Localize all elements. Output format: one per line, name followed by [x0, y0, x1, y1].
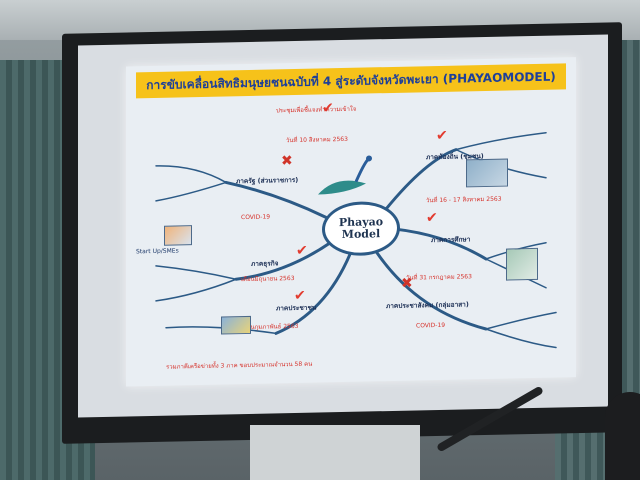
note-top-meeting: ประชุมเพื่อชี้แจงทำความเข้าใจ — [276, 105, 357, 115]
note-startup: Start Up/SMEs — [136, 247, 179, 256]
photo-people — [221, 315, 251, 335]
note-left-covid: COVID-19 — [241, 213, 271, 222]
slide: การขับเคลื่อนสิทธิมนุษยชนฉบับที่ 4 สู่ระ… — [126, 57, 576, 387]
check-mark-icon: ✔ — [294, 287, 306, 305]
note-right-date: วันที่ 16 - 17 สิงหาคม 2563 — [426, 195, 502, 205]
note-left-month: เดือนมิถุนายน 2563 — [241, 275, 295, 284]
branch-right: ภาคการศึกษา — [431, 235, 471, 245]
branch-bottom-left: ภาคประชาชน — [276, 303, 317, 313]
photo-community — [466, 158, 508, 188]
wall-panel — [250, 425, 420, 480]
check-mark-icon: ✔ — [296, 242, 308, 259]
check-mark-icon: ✔ — [436, 127, 448, 145]
person-silhouette — [605, 392, 640, 480]
note-bottom-covid: COVID-19 — [416, 321, 446, 330]
branch-left-mid: ภาคธุรกิจ — [251, 259, 279, 268]
mindmap-branches — [155, 131, 557, 349]
branch-bottom-right: ภาคประชาสังคม (กลุ่มอาสา) — [386, 300, 469, 311]
projector-screen: การขับเคลื่อนสิทธิมนุษยชนฉบับที่ 4 สู่ระ… — [78, 34, 608, 418]
photo-education — [506, 247, 538, 281]
note-bottom-date: วันที่ 31 กรกฎาคม 2563 — [406, 273, 472, 282]
branch-top: ภาครัฐ (ส่วนราชการ) — [236, 175, 299, 186]
note-top-date: วันที่ 10 สิงหาคม 2563 — [286, 135, 348, 145]
peacock-illustration — [318, 155, 372, 195]
check-mark-icon: ✔ — [426, 210, 438, 227]
cross-mark-icon: ✖ — [281, 153, 293, 170]
hub-line-2: Model — [341, 227, 381, 242]
photo-business — [164, 225, 192, 246]
